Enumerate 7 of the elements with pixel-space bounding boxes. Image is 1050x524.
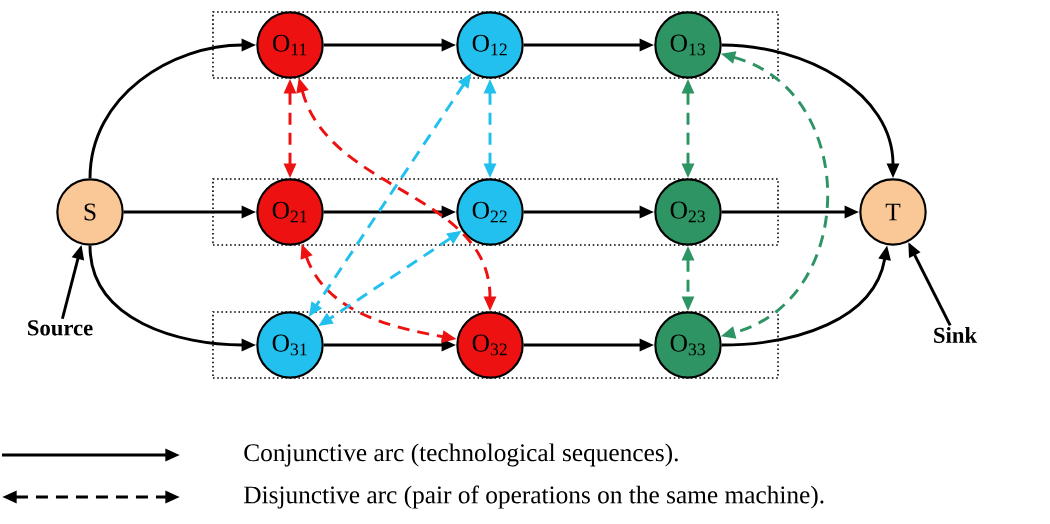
machine-box: [212, 178, 779, 246]
legend-text: Conjunctive arc (technological sequences).: [244, 443, 678, 467]
annotation-label: Sink: [934, 327, 977, 343]
annotation-label: Source: [28, 320, 93, 336]
machine-box: [212, 11, 779, 79]
machine-box: [212, 311, 779, 379]
legend-text: Disjunctive arc (pair of operations on the same machine).: [244, 485, 824, 509]
